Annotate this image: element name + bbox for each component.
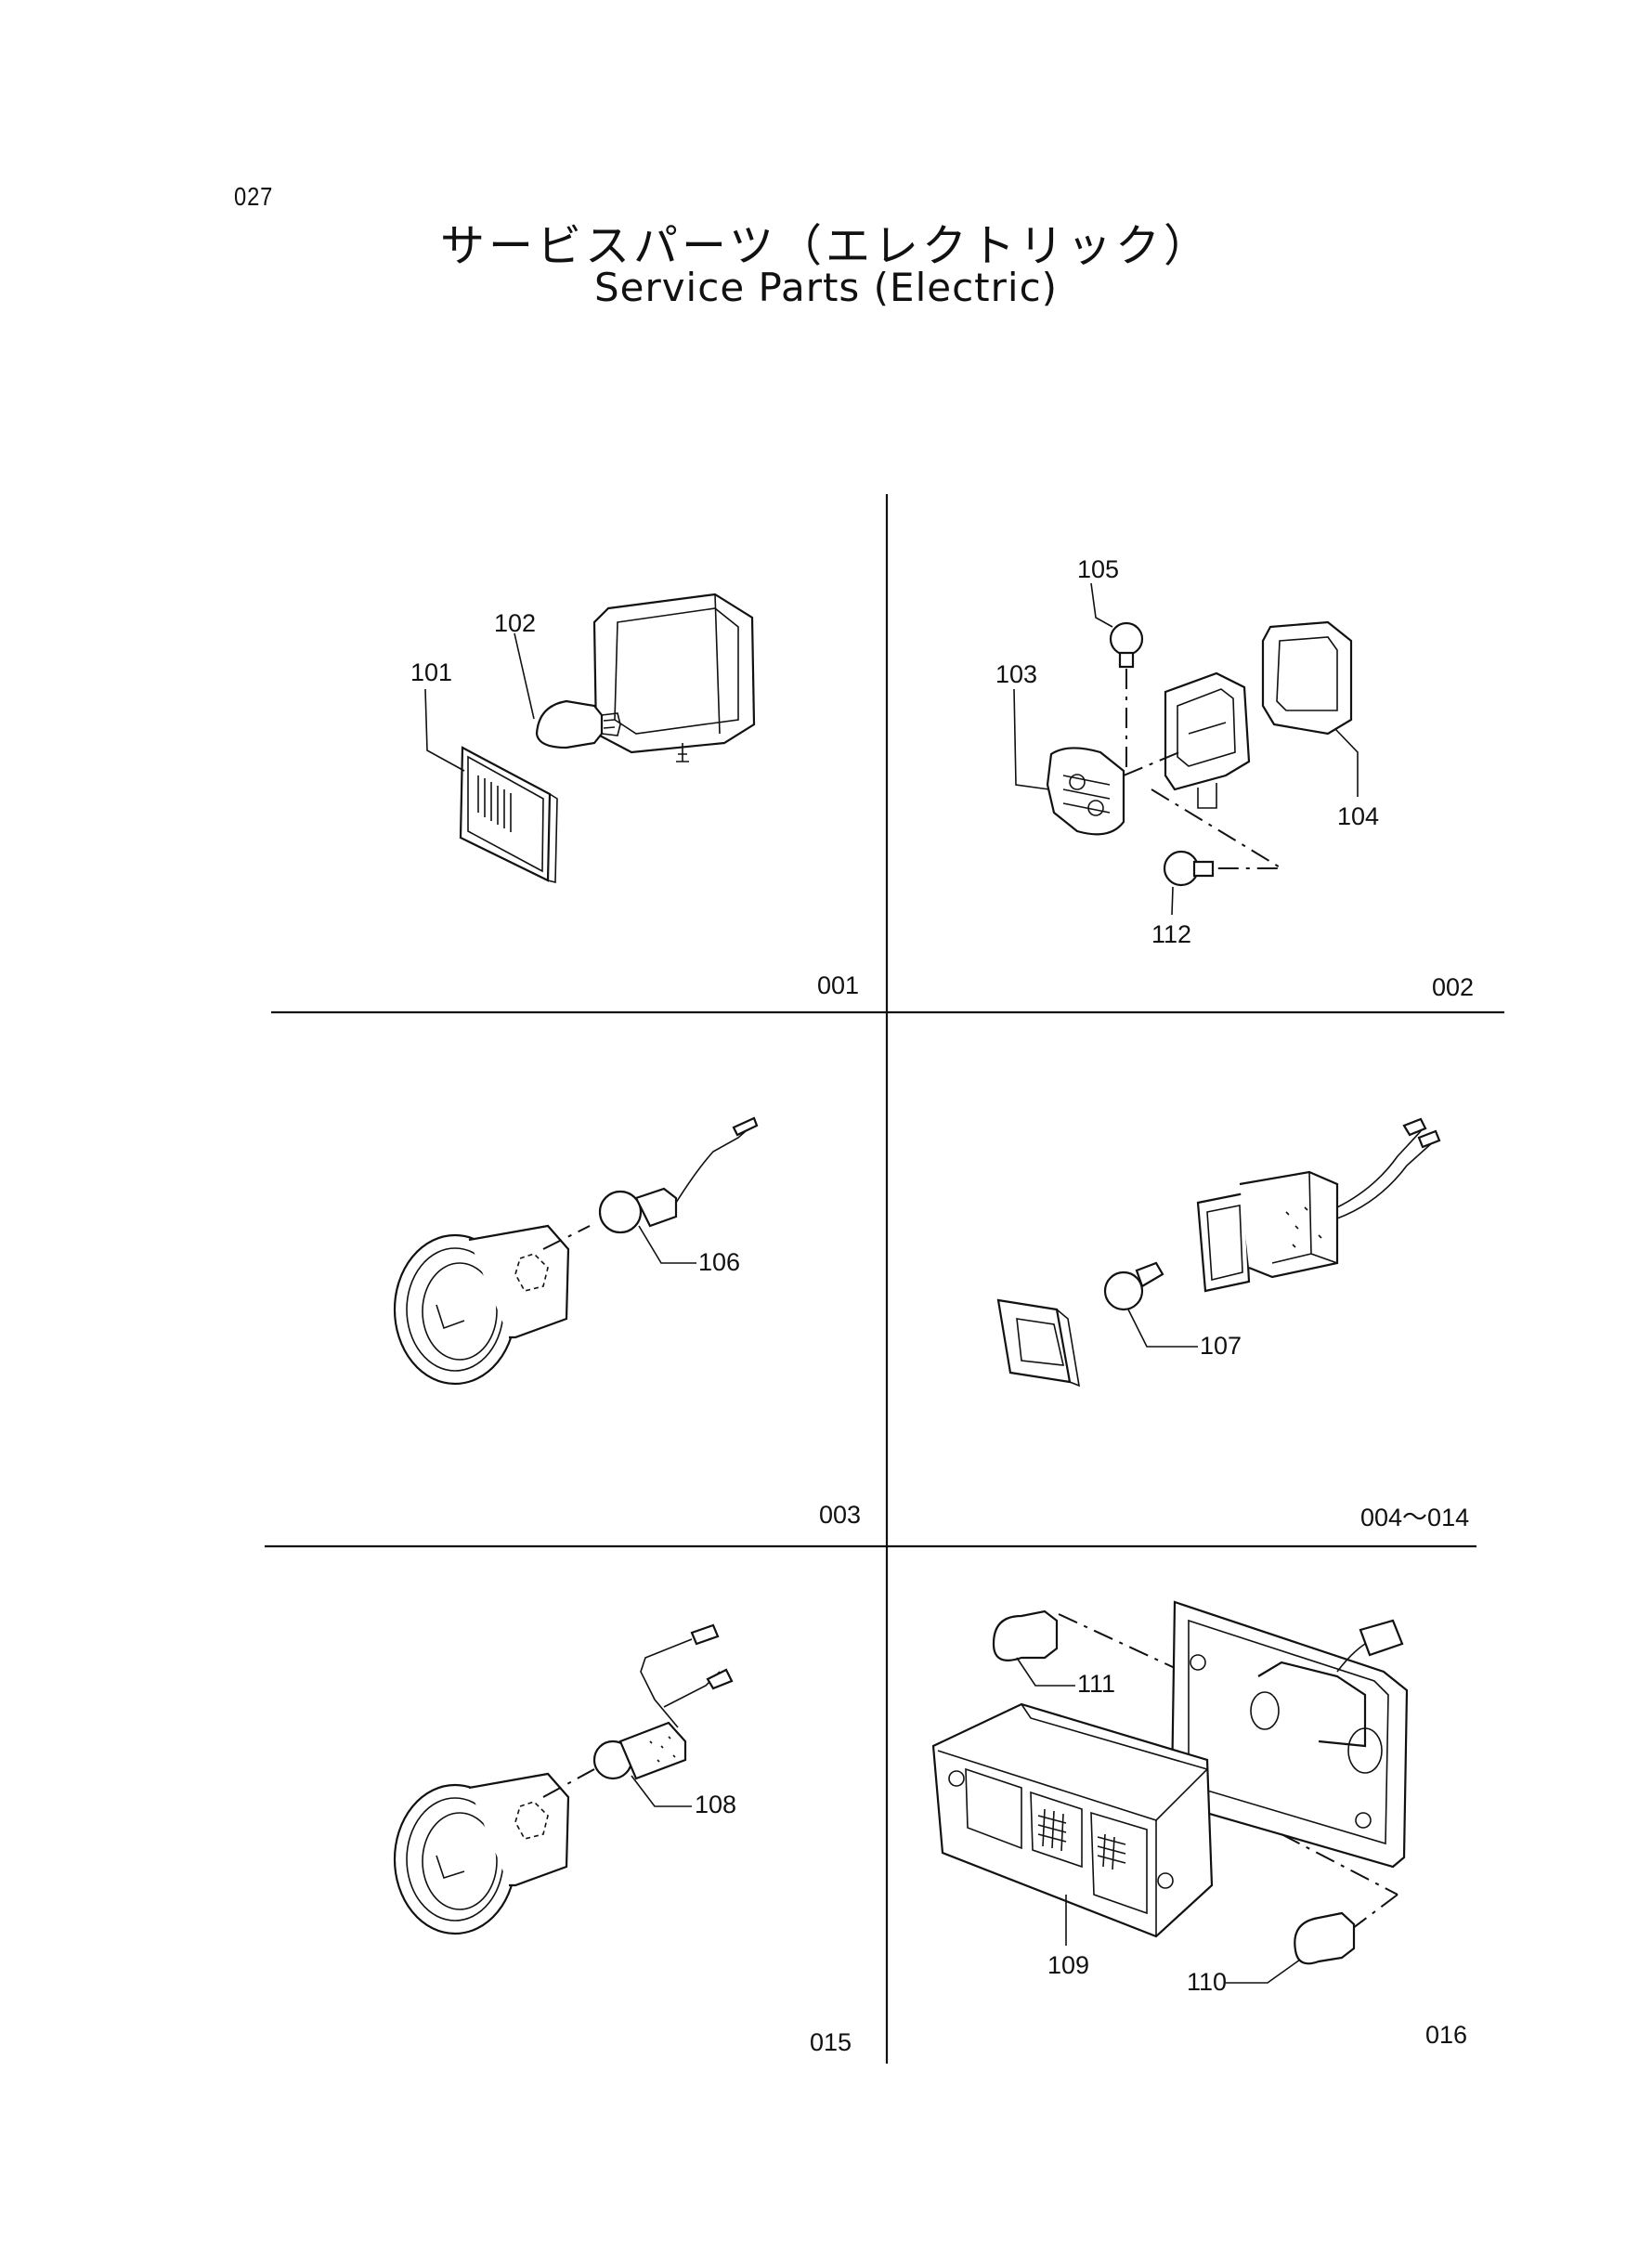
part-label-103: 103	[995, 660, 1037, 688]
part-label-104: 104	[1337, 802, 1379, 830]
panel-code-016: 016	[1425, 2021, 1467, 2049]
leader-104	[1334, 728, 1359, 797]
leader-111	[1016, 1657, 1075, 1687]
page-title-japanese: サービスパーツ（エレクトリック）	[439, 220, 1213, 272]
leader-107	[1127, 1309, 1198, 1348]
part-label-101: 101	[410, 658, 452, 686]
leader-101	[424, 688, 465, 772]
part-label-112: 112	[1151, 920, 1191, 948]
part-label-106: 106	[698, 1248, 740, 1276]
panel-code-003: 003	[819, 1501, 861, 1529]
panel-code-015: 015	[810, 2028, 852, 2056]
part-label-107: 107	[1200, 1332, 1242, 1360]
panel-code-004-014: 004～014	[1360, 1504, 1469, 1531]
leader-106	[638, 1225, 696, 1264]
page-number: 027	[234, 182, 274, 211]
panel-002-clearance-lamp-drawing	[1046, 620, 1353, 887]
part-label-110: 110	[1187, 1968, 1227, 1996]
panel-016-tail-lamp-drawing	[931, 1600, 1409, 1965]
panel-003-gauge-drawing	[393, 1116, 759, 1386]
panel-015-gauge-drawing	[393, 1623, 734, 1935]
panel-code-002: 002	[1432, 973, 1474, 1001]
page-title-english: Service Parts (Electric)	[593, 265, 1059, 310]
leader-110	[1226, 1959, 1301, 1984]
part-label-105: 105	[1077, 555, 1119, 583]
panel-004-014-indicator-lamp-drawing	[996, 1117, 1441, 1388]
part-label-109: 109	[1047, 1951, 1089, 1979]
panel-001-work-lamp-drawing	[459, 593, 756, 884]
leader-108	[631, 1775, 692, 1807]
part-label-102: 102	[494, 609, 536, 637]
leader-102	[514, 632, 535, 720]
part-label-111: 111	[1077, 1670, 1115, 1698]
part-label-108: 108	[695, 1791, 736, 1818]
leader-112	[1171, 886, 1174, 916]
leader-103	[1013, 688, 1050, 790]
leader-105	[1090, 582, 1113, 628]
panel-code-001: 001	[817, 971, 859, 999]
